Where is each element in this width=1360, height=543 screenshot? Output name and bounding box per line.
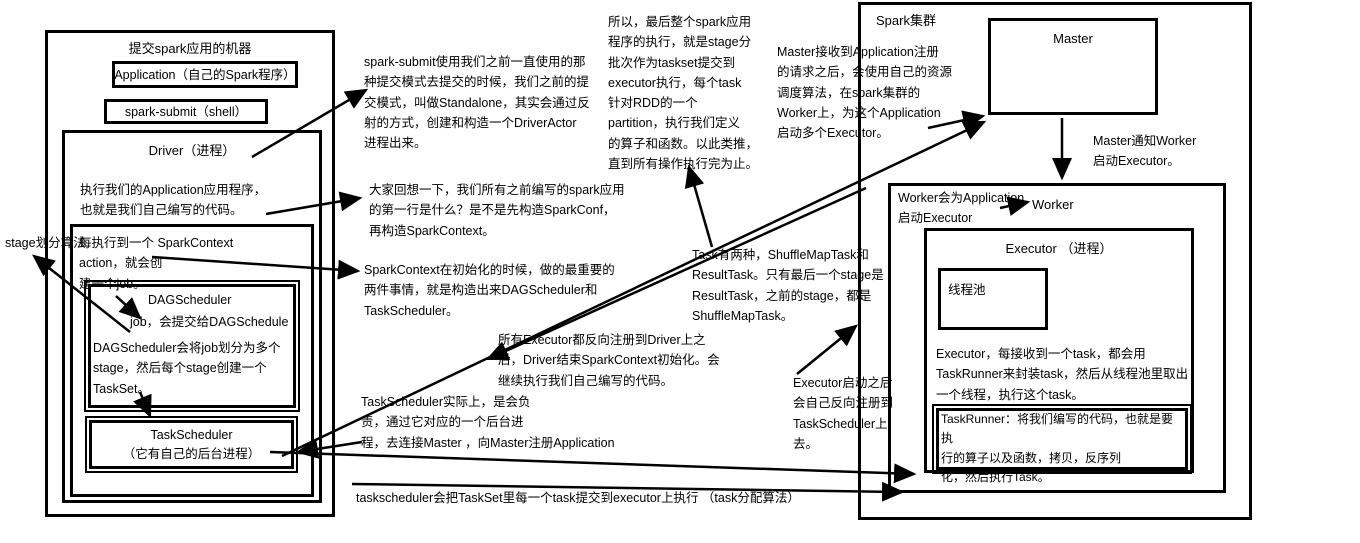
taskscheduler-title: TaskScheduler [150,428,233,442]
note-executor-register-driver: 所有Executor都反向注册到Driver上之 后，Driver结束Spark… [498,333,720,388]
executor-desc: Executor，每接收到一个task，都会用 TaskRunner来封装tas… [936,347,1189,402]
master-label: Master [1053,31,1093,46]
note-task-submit: taskscheduler会把TaskSet里每一个task提交到executo… [356,491,800,505]
application-label: Application（自己的Spark程序） [114,68,296,82]
note-master-notify: Master通知Worker 启动Executor。 [1093,134,1197,169]
thread-pool-label: 线程池 [948,283,986,297]
cluster-title: Spark集群 [876,13,936,28]
arrow-task-submit-1 [269,450,917,484]
application-box [112,61,298,88]
job-note: job，会提交给DAGSchedule [130,315,289,329]
note-recall-first-line: 大家回想一下，我们所有之前编写的spark应用 的第一行是什么？是不是先构造Sp… [369,183,625,238]
taskscheduler-sub: （它有自己的后台进程） [122,447,261,461]
driver-title: Driver（进程） [148,143,236,158]
arrow-executor-reg-to-taskscheduler [796,324,858,375]
note-taskscheduler-register: TaskScheduler实际上，是会负 责，通过它对应的一个后台进 程，去连接… [361,395,615,450]
worker-label: Worker [1032,197,1074,212]
driver-desc: 执行我们的Application应用程序， 也就是我们自己编写的代码。 [80,183,267,218]
dag-desc: DAGScheduler会将job划分为多个 stage，然后每个stage创建… [93,341,281,396]
machine-title: 提交spark应用的机器 [128,41,252,56]
note-submit-mode: spark-submit使用我们之前一直使用的那 种提交模式去提交的时候，我们之… [364,55,590,150]
arrow-task-types-to-conclusion [684,164,714,248]
master-box [988,18,1158,115]
executor-title: Executor （进程） [1005,241,1113,256]
note-sparkcontext-init: SparkContext在初始化的时候，做的最重要的 两件事情，就是构造出来DA… [364,263,615,318]
note-stage-conclusion: 所以，最后整个spark应用 程序的执行，就是stage分 批次作为taskse… [608,15,759,171]
taskrunner-desc: TaskRunner：将我们编写的代码，也就是要执 行的算子以及函数，拷贝，反序… [941,412,1174,485]
spark-submit-label: spark-submit（shell） [124,105,248,119]
stage-algo-label: stage划分算法 [5,236,86,250]
dagscheduler-label: DAGScheduler [148,293,232,307]
